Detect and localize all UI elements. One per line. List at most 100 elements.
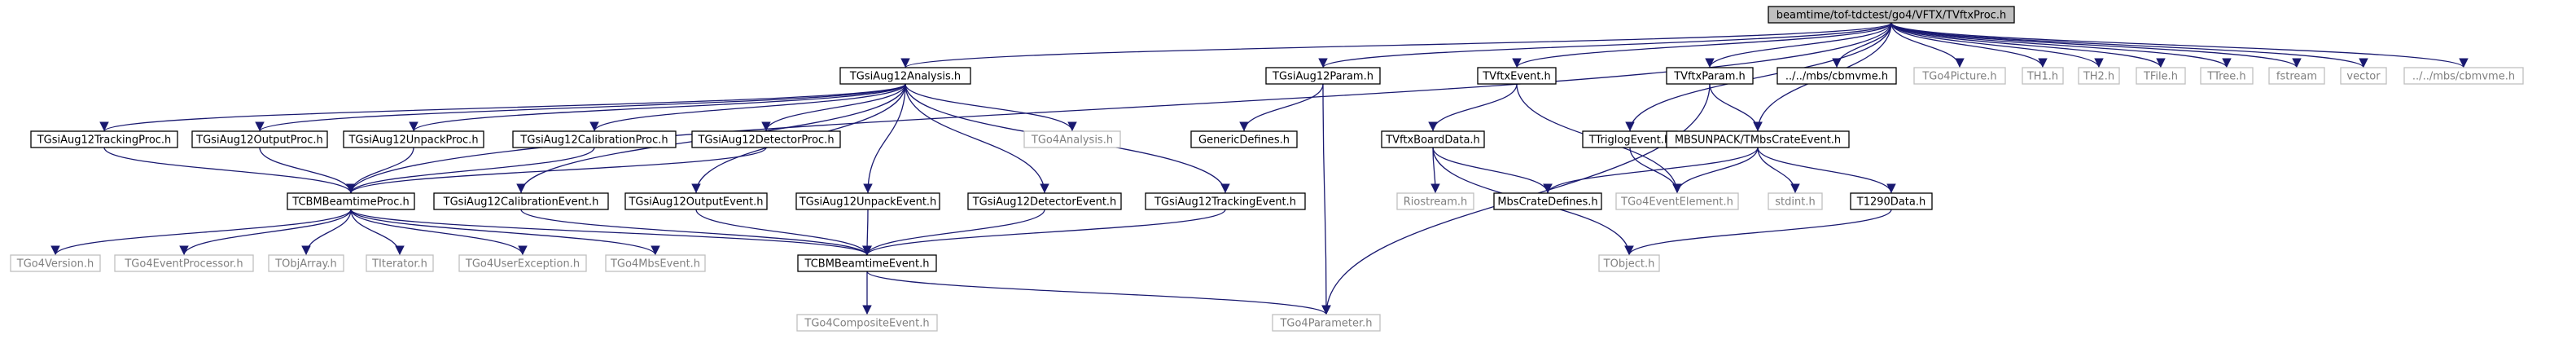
node-box [191, 130, 328, 148]
node-box [795, 192, 940, 210]
node-label: ../../mbs/cbmvme.h [2412, 71, 2515, 83]
node-label: TGo4MbsEvent.h [610, 258, 700, 271]
node-tgsiaug12unpackproc-h[interactable]: TGsiAug12UnpackProc.h [343, 130, 484, 148]
node-tcbmbeamtimeproc-h[interactable]: TCBMBeamtimeProc.h [287, 192, 415, 210]
node-tvftxboarddata-h[interactable]: TVftxBoardData.h [1381, 130, 1485, 148]
node-box [2022, 67, 2064, 85]
node-box [1265, 67, 1381, 85]
edge-root-to-tfile [1890, 22, 2166, 68]
node-tgsiaug12unpackevent-h[interactable]: TGsiAug12UnpackEvent.h [795, 192, 940, 210]
node-tfile-h: TFile.h [2136, 67, 2186, 85]
node-box [1381, 130, 1485, 148]
node-box [343, 130, 484, 148]
node-mbsunpack-tmbscrateevent-h[interactable]: MBSUNPACK/TMbsCrateEvent.h [1666, 130, 1850, 148]
node-box [1493, 192, 1602, 210]
node-label: TGsiAug12UnpackEvent.h [799, 196, 937, 209]
edge-beamproc-to-go4ver [50, 209, 352, 256]
node-label: ../../mbs/cbmvme.h [1785, 71, 1888, 83]
node-vector: vector [2340, 67, 2387, 85]
node-tgo4mbsevent-h: TGo4MbsEvent.h [605, 254, 706, 272]
node-tgsiaug12calibrationproc-h[interactable]: TGsiAug12CalibrationProc.h [512, 130, 677, 148]
edge-ana-to-outproc [255, 83, 906, 132]
node-mbscratedefines-h[interactable]: MbsCrateDefines.h [1493, 192, 1602, 210]
node-box [268, 254, 344, 272]
node-tgsiaug12trackingproc-h[interactable]: TGsiAug12TrackingProc.h [30, 130, 178, 148]
node-tcbmbeamtimeevent-h[interactable]: TCBMBeamtimeEvent.h [797, 254, 937, 272]
node-ttriglogevent-h[interactable]: TTriglogEvent.h [1582, 130, 1678, 148]
node-label: TGo4Version.h [16, 258, 94, 271]
node-tgo4picture-h: TGo4Picture.h [1913, 67, 2006, 85]
edge-ana-to-calproc [589, 83, 906, 132]
dependency-edges [50, 22, 2469, 315]
edge-boarddata-to-riostream [1430, 147, 1440, 194]
edge-calproc-to-beamproc [346, 147, 595, 194]
node-label: TGo4CompositeEvent.h [804, 318, 929, 330]
node-box [1272, 314, 1381, 332]
node-label: stdint.h [1775, 196, 1815, 209]
node-genericdefines-h[interactable]: GenericDefines.h [1190, 130, 1298, 148]
edge-vftxev-to-boarddata [1428, 83, 1518, 132]
node-label: TGo4Picture.h [1921, 71, 1996, 83]
node-box [10, 254, 101, 272]
edge-root-to-cbmvme1 [1832, 22, 1892, 68]
edge-ana-to-unpproc [409, 83, 906, 132]
node-tgo4compositeevent-h: TGo4CompositeEvent.h [796, 314, 938, 332]
node-tgsiaug12trackingevent-h[interactable]: TGsiAug12TrackingEvent.h [1145, 192, 1306, 210]
node-label: TVftxParam.h [1673, 71, 1746, 83]
node-tgsiaug12detectorproc-h[interactable]: TGsiAug12DetectorProc.h [691, 130, 841, 148]
node-box [839, 67, 971, 85]
node-box [1396, 192, 1474, 210]
node-label: TGsiAug12Analysis.h [849, 71, 961, 83]
edge-root-to-beamproc [346, 22, 1892, 194]
node-tvftxevent-h[interactable]: TVftxEvent.h [1477, 67, 1557, 85]
node-beamtime-tof-tdctest-go4-vftx-tvftxproc-h[interactable]: beamtime/tof-tdctest/go4/VFTX/TVftxProc.… [1768, 6, 2015, 24]
node-label: TGo4UserException.h [465, 258, 580, 271]
edge-beamev-to-go4param [866, 271, 1331, 315]
node-label: TGsiAug12OutputEvent.h [628, 196, 763, 209]
node-mbs-cbmvme-h[interactable]: ../../mbs/cbmvme.h [1776, 67, 1897, 85]
edge-mbsunpack-to-t1290 [1757, 147, 1896, 194]
edge-mbsunpack-to-mbscrate [1543, 147, 1759, 194]
edge-trackev-to-beamev [862, 209, 1226, 256]
edge-calev-to-beamev [520, 209, 872, 256]
node-t1290data-h[interactable]: T1290Data.h [1850, 192, 1933, 210]
node-label: TGo4Analysis.h [1031, 134, 1113, 147]
node-box [1145, 192, 1306, 210]
edge-root-to-ana [900, 22, 1892, 68]
node-tgsiaug12calibrationevent-h[interactable]: TGsiAug12CalibrationEvent.h [433, 192, 609, 210]
node-tvftxparam-h[interactable]: TVftxParam.h [1666, 67, 1754, 85]
node-label: TObjArray.h [274, 258, 337, 271]
edge-root-to-ttree [1890, 22, 2232, 68]
node-box [1023, 130, 1121, 148]
node-box [1850, 192, 1933, 210]
edge-root-to-triglog [1625, 22, 1892, 132]
node-box [1913, 67, 2006, 85]
node-label: TGsiAug12CalibrationProc.h [519, 134, 668, 147]
node-label: TTriglogEvent.h [1588, 134, 1671, 147]
node-tgsiaug12analysis-h[interactable]: TGsiAug12Analysis.h [839, 67, 971, 85]
node-titerator-h: TIterator.h [366, 254, 434, 272]
node-tgsiaug12outputproc-h[interactable]: TGsiAug12OutputProc.h [191, 130, 328, 148]
node-tgsiaug12param-h[interactable]: TGsiAug12Param.h [1265, 67, 1381, 85]
edge-root-to-vftxev [1512, 22, 1892, 68]
edge-beamproc-to-go4mbsev [350, 209, 660, 256]
node-fstream: fstream [2268, 67, 2325, 85]
edge-root-to-fstream [1890, 22, 2302, 68]
node-tgsiaug12outputevent-h[interactable]: TGsiAug12OutputEvent.h [624, 192, 768, 210]
edge-root-to-picture [1890, 22, 1965, 68]
node-box [2200, 67, 2254, 85]
node-box [1666, 130, 1850, 148]
edge-root-to-vftxpar [1705, 22, 1892, 68]
node-ttree-h: TTree.h [2200, 67, 2254, 85]
node-th1-h: TH1.h [2022, 67, 2064, 85]
node-tgo4eventelement-h: TGo4EventElement.h [1615, 192, 1739, 210]
edge-beamproc-to-go4evproc [179, 209, 352, 256]
node-mbs-cbmvme-h: ../../mbs/cbmvme.h [2403, 67, 2524, 85]
node-tgsiaug12detectorevent-h[interactable]: TGsiAug12DetectorEvent.h [967, 192, 1122, 210]
node-label: TGsiAug12TrackingEvent.h [1154, 196, 1296, 209]
edge-ana-to-detproc [761, 83, 906, 132]
node-label: TGo4EventProcessor.h [124, 258, 243, 271]
node-stdint-h: stdint.h [1768, 192, 1823, 210]
edge-trackproc-to-beamproc [103, 147, 356, 194]
